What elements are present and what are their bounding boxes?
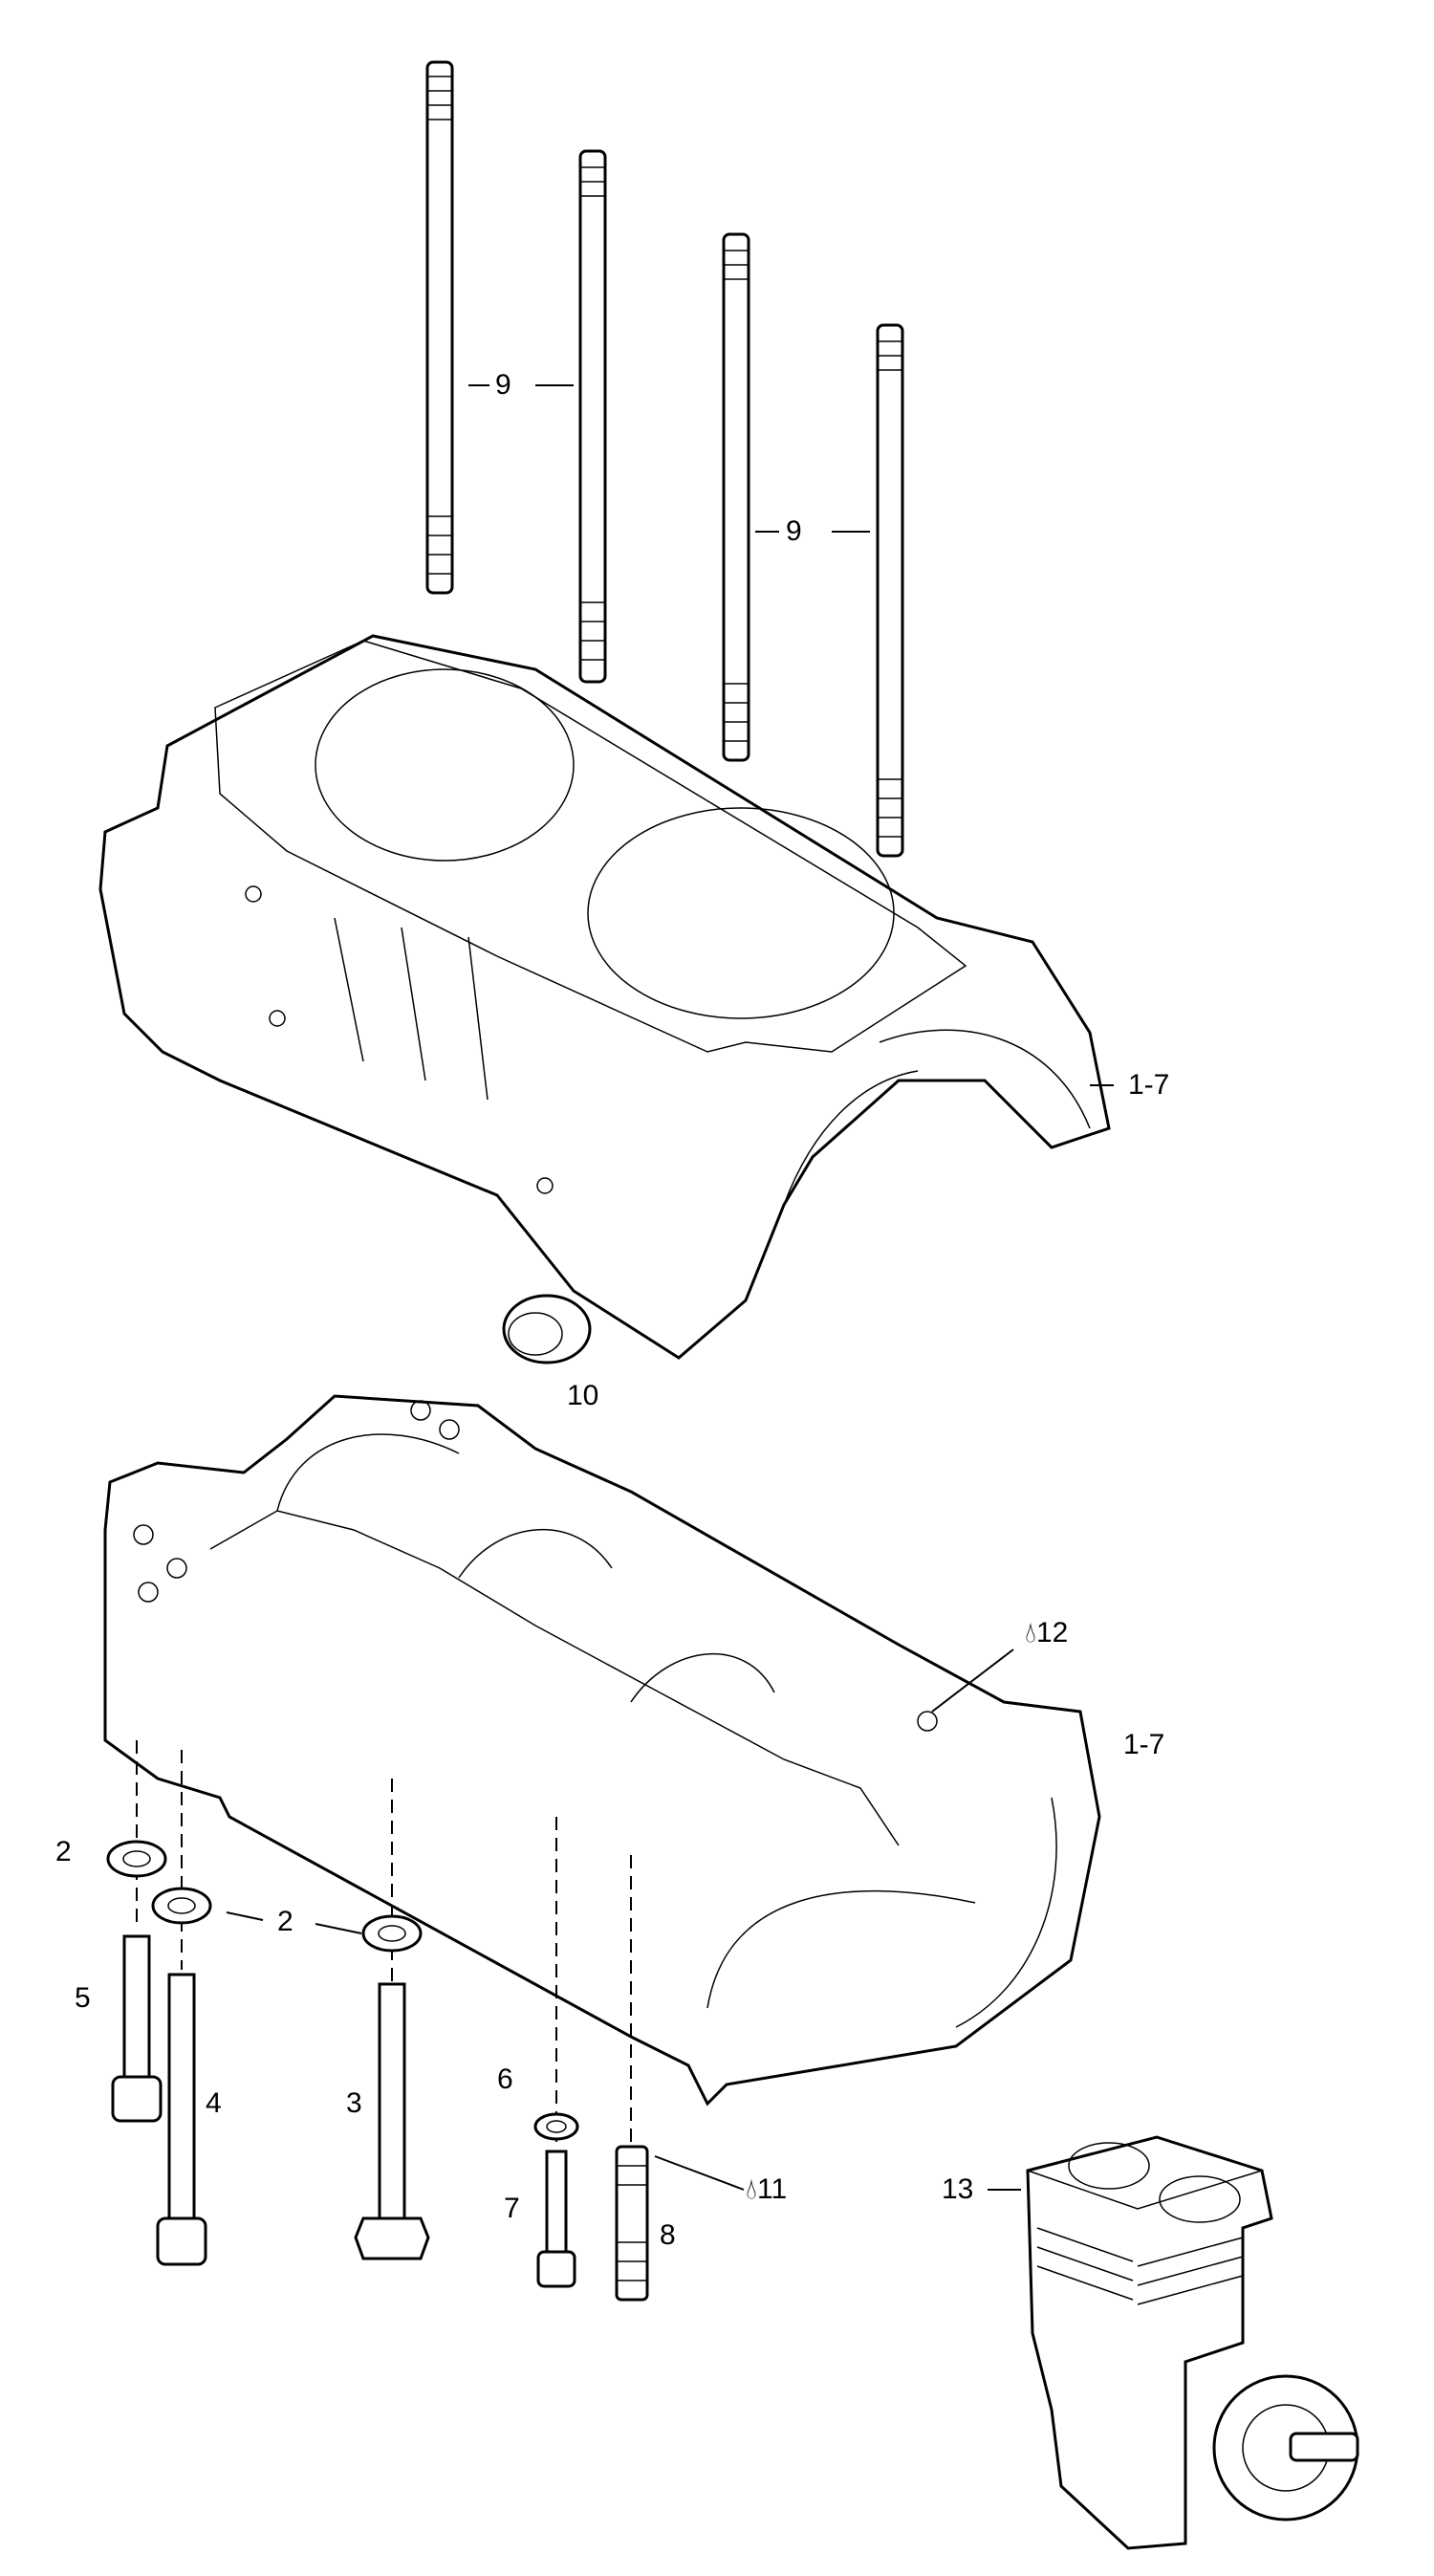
washer-left [106, 1840, 167, 1878]
washer-6-part [533, 2112, 579, 2141]
long-stud-3 [722, 232, 750, 762]
bolt-3-part [354, 1982, 430, 2260]
stud-8-part [615, 2145, 649, 2302]
lower-crankcase [103, 1394, 1101, 2107]
callout-12-number: 12 [1036, 1617, 1069, 1648]
washer-mid-left [151, 1887, 212, 1925]
sealant-drop-icon: 💧︎ [746, 2173, 757, 2205]
washer-mid [361, 1914, 423, 1953]
callout-1-7-upper: 1-7 [1128, 1069, 1170, 1101]
upper-crankcase [98, 634, 1111, 1360]
callout-10: 10 [567, 1380, 599, 1411]
screw-4-part [156, 1973, 207, 2266]
callout-7: 7 [504, 2193, 520, 2224]
callout-1-7-lower: 1-7 [1123, 1729, 1165, 1760]
sealant-drop-icon: 💧︎ [1025, 1617, 1036, 1648]
screw-7-part [536, 2150, 576, 2288]
callout-8: 8 [660, 2219, 676, 2251]
callout-12: 💧︎12 [1025, 1619, 1068, 1648]
callout-9-lower: 9 [786, 515, 802, 547]
callout-3: 3 [346, 2087, 362, 2119]
long-stud-2 [578, 149, 607, 684]
callout-11: 💧︎11 [746, 2175, 787, 2204]
callout-5: 5 [75, 1982, 91, 2014]
long-stud-4 [876, 323, 904, 858]
callout-11-number: 11 [757, 2173, 788, 2205]
engine-assembly [1026, 2135, 1359, 2550]
callout-2-left: 2 [55, 1836, 72, 1867]
callout-6: 6 [497, 2063, 513, 2095]
plug-part [502, 1294, 592, 1364]
callout-4: 4 [206, 2087, 222, 2119]
screw-5-part [111, 1934, 163, 2123]
callout-13: 13 [942, 2173, 974, 2205]
callout-9-upper: 9 [495, 369, 511, 401]
long-stud-1 [425, 60, 454, 595]
callout-2-mid: 2 [277, 1906, 293, 1937]
